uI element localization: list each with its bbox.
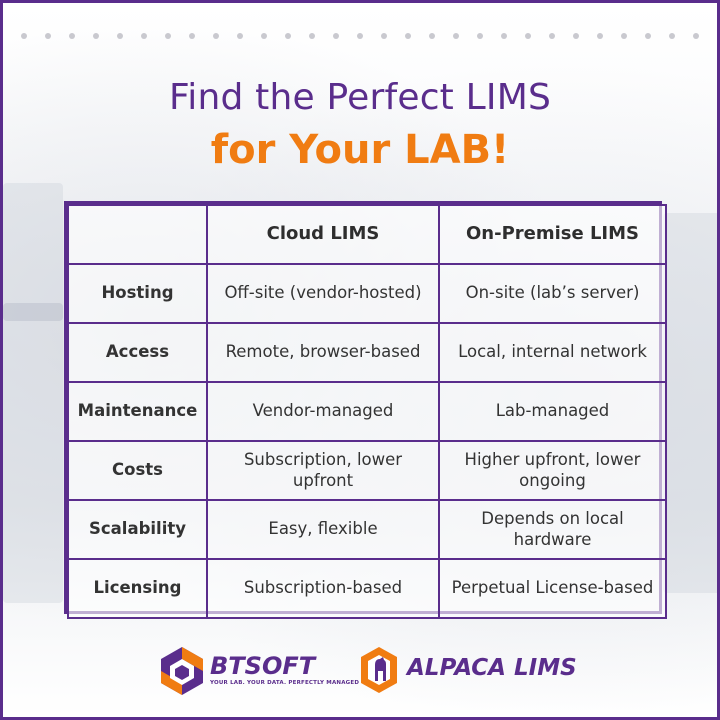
alpaca-lims-logo: ALPACA LIMS bbox=[359, 643, 579, 699]
onprem-cell: Local, internal network bbox=[438, 322, 667, 383]
title-line-1: Find the Perfect LIMS bbox=[168, 77, 552, 118]
alpaca-icon bbox=[361, 647, 397, 693]
background-counter bbox=[3, 303, 63, 321]
btsoft-wordmark: BTSOFT bbox=[210, 652, 316, 680]
cloud-cell: Subscription-based bbox=[206, 558, 440, 619]
table-row: Access Remote, browser-based Local, inte… bbox=[67, 322, 667, 383]
row-label: Scalability bbox=[67, 499, 208, 560]
btsoft-hexagon-icon bbox=[161, 647, 203, 695]
table-row: Licensing Subscription-based Perpetual L… bbox=[67, 558, 667, 619]
comparison-table: Cloud LIMS On-Premise LIMS Hosting Off-s… bbox=[64, 201, 667, 619]
row-label: Maintenance bbox=[67, 381, 208, 442]
background-shelf-right bbox=[663, 213, 717, 593]
table-header-row: Cloud LIMS On-Premise LIMS bbox=[67, 204, 667, 265]
cloud-cell: Vendor-managed bbox=[206, 381, 440, 442]
table-row: Costs Subscription, lower upfront Higher… bbox=[67, 440, 667, 501]
alpaca-lims-wordmark: ALPACA LIMS bbox=[407, 655, 577, 681]
header-empty bbox=[67, 204, 208, 265]
row-label: Licensing bbox=[67, 558, 208, 619]
cloud-cell: Remote, browser-based bbox=[206, 322, 440, 383]
btsoft-tagline: YOUR LAB. YOUR DATA. PERFECTLY MANAGED bbox=[210, 680, 360, 686]
header-on-premise-lims: On-Premise LIMS bbox=[438, 204, 667, 265]
row-label: Hosting bbox=[67, 263, 208, 324]
table-row: Hosting Off-site (vendor-hosted) On-site… bbox=[67, 263, 667, 324]
logo-bar: BTSOFT YOUR LAB. YOUR DATA. PERFECTLY MA… bbox=[3, 643, 717, 699]
onprem-cell: Lab-managed bbox=[438, 381, 667, 442]
cloud-cell: Off-site (vendor-hosted) bbox=[206, 263, 440, 324]
dot-row bbox=[21, 33, 699, 41]
onprem-cell: Higher upfront, lower ongoing bbox=[438, 440, 667, 501]
row-label: Access bbox=[67, 322, 208, 383]
background-shelf-left bbox=[3, 183, 63, 603]
title-line-2: for Your LAB! bbox=[210, 127, 510, 173]
table-row: Scalability Easy, flexible Depends on lo… bbox=[67, 499, 667, 560]
cloud-cell: Easy, flexible bbox=[206, 499, 440, 560]
table-row: Maintenance Vendor-managed Lab-managed bbox=[67, 381, 667, 442]
cloud-cell: Subscription, lower upfront bbox=[206, 440, 440, 501]
header-cloud-lims: Cloud LIMS bbox=[206, 204, 440, 265]
row-label: Costs bbox=[67, 440, 208, 501]
onprem-cell: On-site (lab’s server) bbox=[438, 263, 667, 324]
onprem-cell: Depends on local hardware bbox=[438, 499, 667, 560]
btsoft-logo: BTSOFT YOUR LAB. YOUR DATA. PERFECTLY MA… bbox=[158, 643, 359, 699]
onprem-cell: Perpetual License-based bbox=[438, 558, 667, 619]
